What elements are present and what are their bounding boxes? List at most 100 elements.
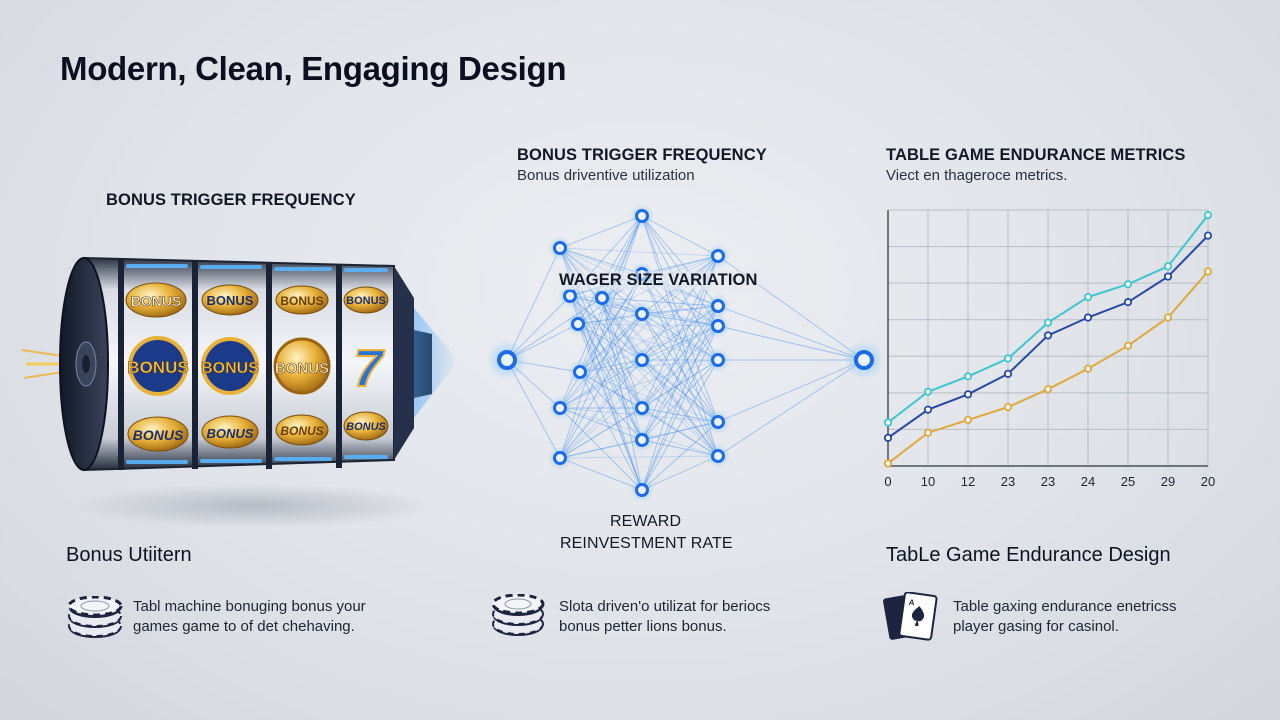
network-edge: [601, 297, 719, 307]
network-edge: [641, 255, 719, 491]
network-node: [706, 294, 730, 318]
network-edge: [641, 407, 719, 457]
network-edge: [559, 359, 719, 409]
section-title-table-game: TabLe Game Endurance Design: [886, 544, 1171, 566]
section-desc-table-line2: player gasing for casinol.: [953, 618, 1119, 635]
network-edge: [641, 305, 719, 491]
network-edge: [641, 359, 719, 441]
network-node: [630, 302, 654, 326]
x-tick-label: 23: [1001, 474, 1015, 489]
network-edge: [641, 215, 719, 307]
network-edge: [559, 455, 719, 459]
network-node: [630, 478, 654, 502]
network-edge: [559, 215, 643, 459]
poker-chips-icon: [491, 594, 545, 636]
network-edge: [559, 215, 643, 249]
network-edge: [641, 407, 719, 423]
network-node: [706, 314, 730, 338]
data-point: [923, 405, 933, 414]
network-edge: [559, 407, 643, 459]
data-point: [963, 390, 973, 399]
network-edge: [559, 457, 643, 491]
data-point: [1043, 331, 1053, 340]
section-desc-table-line1: Table gaxing endurance enetricss: [953, 598, 1177, 615]
x-tick-label: 24: [1081, 474, 1095, 489]
network-edge: [641, 359, 719, 409]
playing-cards-icon: A: [883, 592, 938, 641]
network-edge: [577, 323, 719, 423]
network-edge: [717, 359, 865, 423]
network-edge: [577, 323, 643, 361]
network-edge: [579, 313, 643, 373]
data-point: [883, 418, 893, 427]
section-desc-slot-line1: Slota driven'o utilizat for beriocs: [559, 598, 771, 615]
data-point: [1043, 385, 1053, 394]
chart-subheading: Viect en thageroce metrics.: [886, 167, 1068, 184]
data-point: [1083, 292, 1093, 302]
network-edge: [559, 325, 719, 459]
slot-symbol: BONUS: [275, 414, 329, 446]
data-point: [1043, 318, 1053, 327]
svg-text:BONUS: BONUS: [207, 293, 254, 308]
network-edge: [569, 295, 643, 361]
network-edge: [717, 305, 865, 361]
x-tick-label: 12: [961, 474, 975, 489]
network-node: [548, 396, 572, 420]
network-edge: [641, 421, 719, 491]
network-edge: [506, 247, 561, 361]
slot-symbol: BONUS: [275, 285, 329, 315]
x-tick-label: 0: [884, 474, 891, 489]
network-edge: [641, 359, 719, 457]
slot-reel-illustration: BONUS BONUS BONUS BONUS BONUS BONUS BONU…: [21, 256, 454, 528]
svg-text:BONUS: BONUS: [346, 421, 386, 433]
slot-symbol: BONUS: [125, 282, 187, 318]
svg-text:BONUS: BONUS: [275, 360, 329, 377]
slot-symbol: BONUS: [201, 337, 260, 395]
slot-symbol: 7: [353, 339, 386, 399]
network-edge: [641, 215, 719, 457]
network-edge: [641, 273, 719, 423]
neural-network-diagram: [487, 204, 884, 502]
data-point: [883, 459, 893, 468]
slot-symbol: BONUS: [273, 337, 331, 395]
network-node: [630, 396, 654, 420]
network-edge: [641, 439, 719, 457]
network-node: [630, 204, 654, 228]
slot-symbol: BONUS: [201, 284, 259, 316]
slot-symbol: BONUS: [343, 411, 389, 441]
network-edge: [717, 359, 865, 457]
x-tick-label: 10: [921, 474, 935, 489]
network-edge: [601, 297, 719, 361]
network-edge: [601, 297, 719, 457]
reel-symbols: BONUS BONUS BONUS BONUS BONUS BONUS BONU…: [125, 282, 389, 452]
network-node: [706, 348, 730, 372]
network-edge: [559, 273, 643, 409]
network-node: [706, 244, 730, 268]
network-edge: [559, 313, 643, 409]
network-edge: [579, 371, 643, 491]
network-edge: [579, 273, 643, 373]
section-title-bonus: Bonus Utiitern: [66, 544, 192, 566]
network-node: [630, 428, 654, 452]
network-edge: [641, 359, 719, 491]
poker-chips-icon: [67, 596, 123, 638]
network-node: [844, 340, 884, 380]
section-desc-bonus-line1: Tabl machine bonuging bonus your: [133, 598, 366, 615]
data-point: [1003, 369, 1013, 378]
svg-text:BONUS: BONUS: [133, 427, 184, 443]
data-point: [1163, 313, 1173, 322]
data-point: [883, 433, 893, 442]
network-edge: [641, 325, 719, 409]
network-edge: [577, 323, 643, 409]
network-edge: [569, 295, 719, 457]
svg-text:BONUS: BONUS: [280, 424, 323, 438]
data-point: [1203, 231, 1213, 240]
network-node: [548, 236, 572, 260]
network-node: [706, 410, 730, 434]
network-edge: [559, 359, 643, 459]
network-edge: [559, 313, 643, 459]
network-edge: [559, 247, 719, 257]
network-edge: [641, 305, 719, 361]
network-node: [558, 284, 582, 308]
